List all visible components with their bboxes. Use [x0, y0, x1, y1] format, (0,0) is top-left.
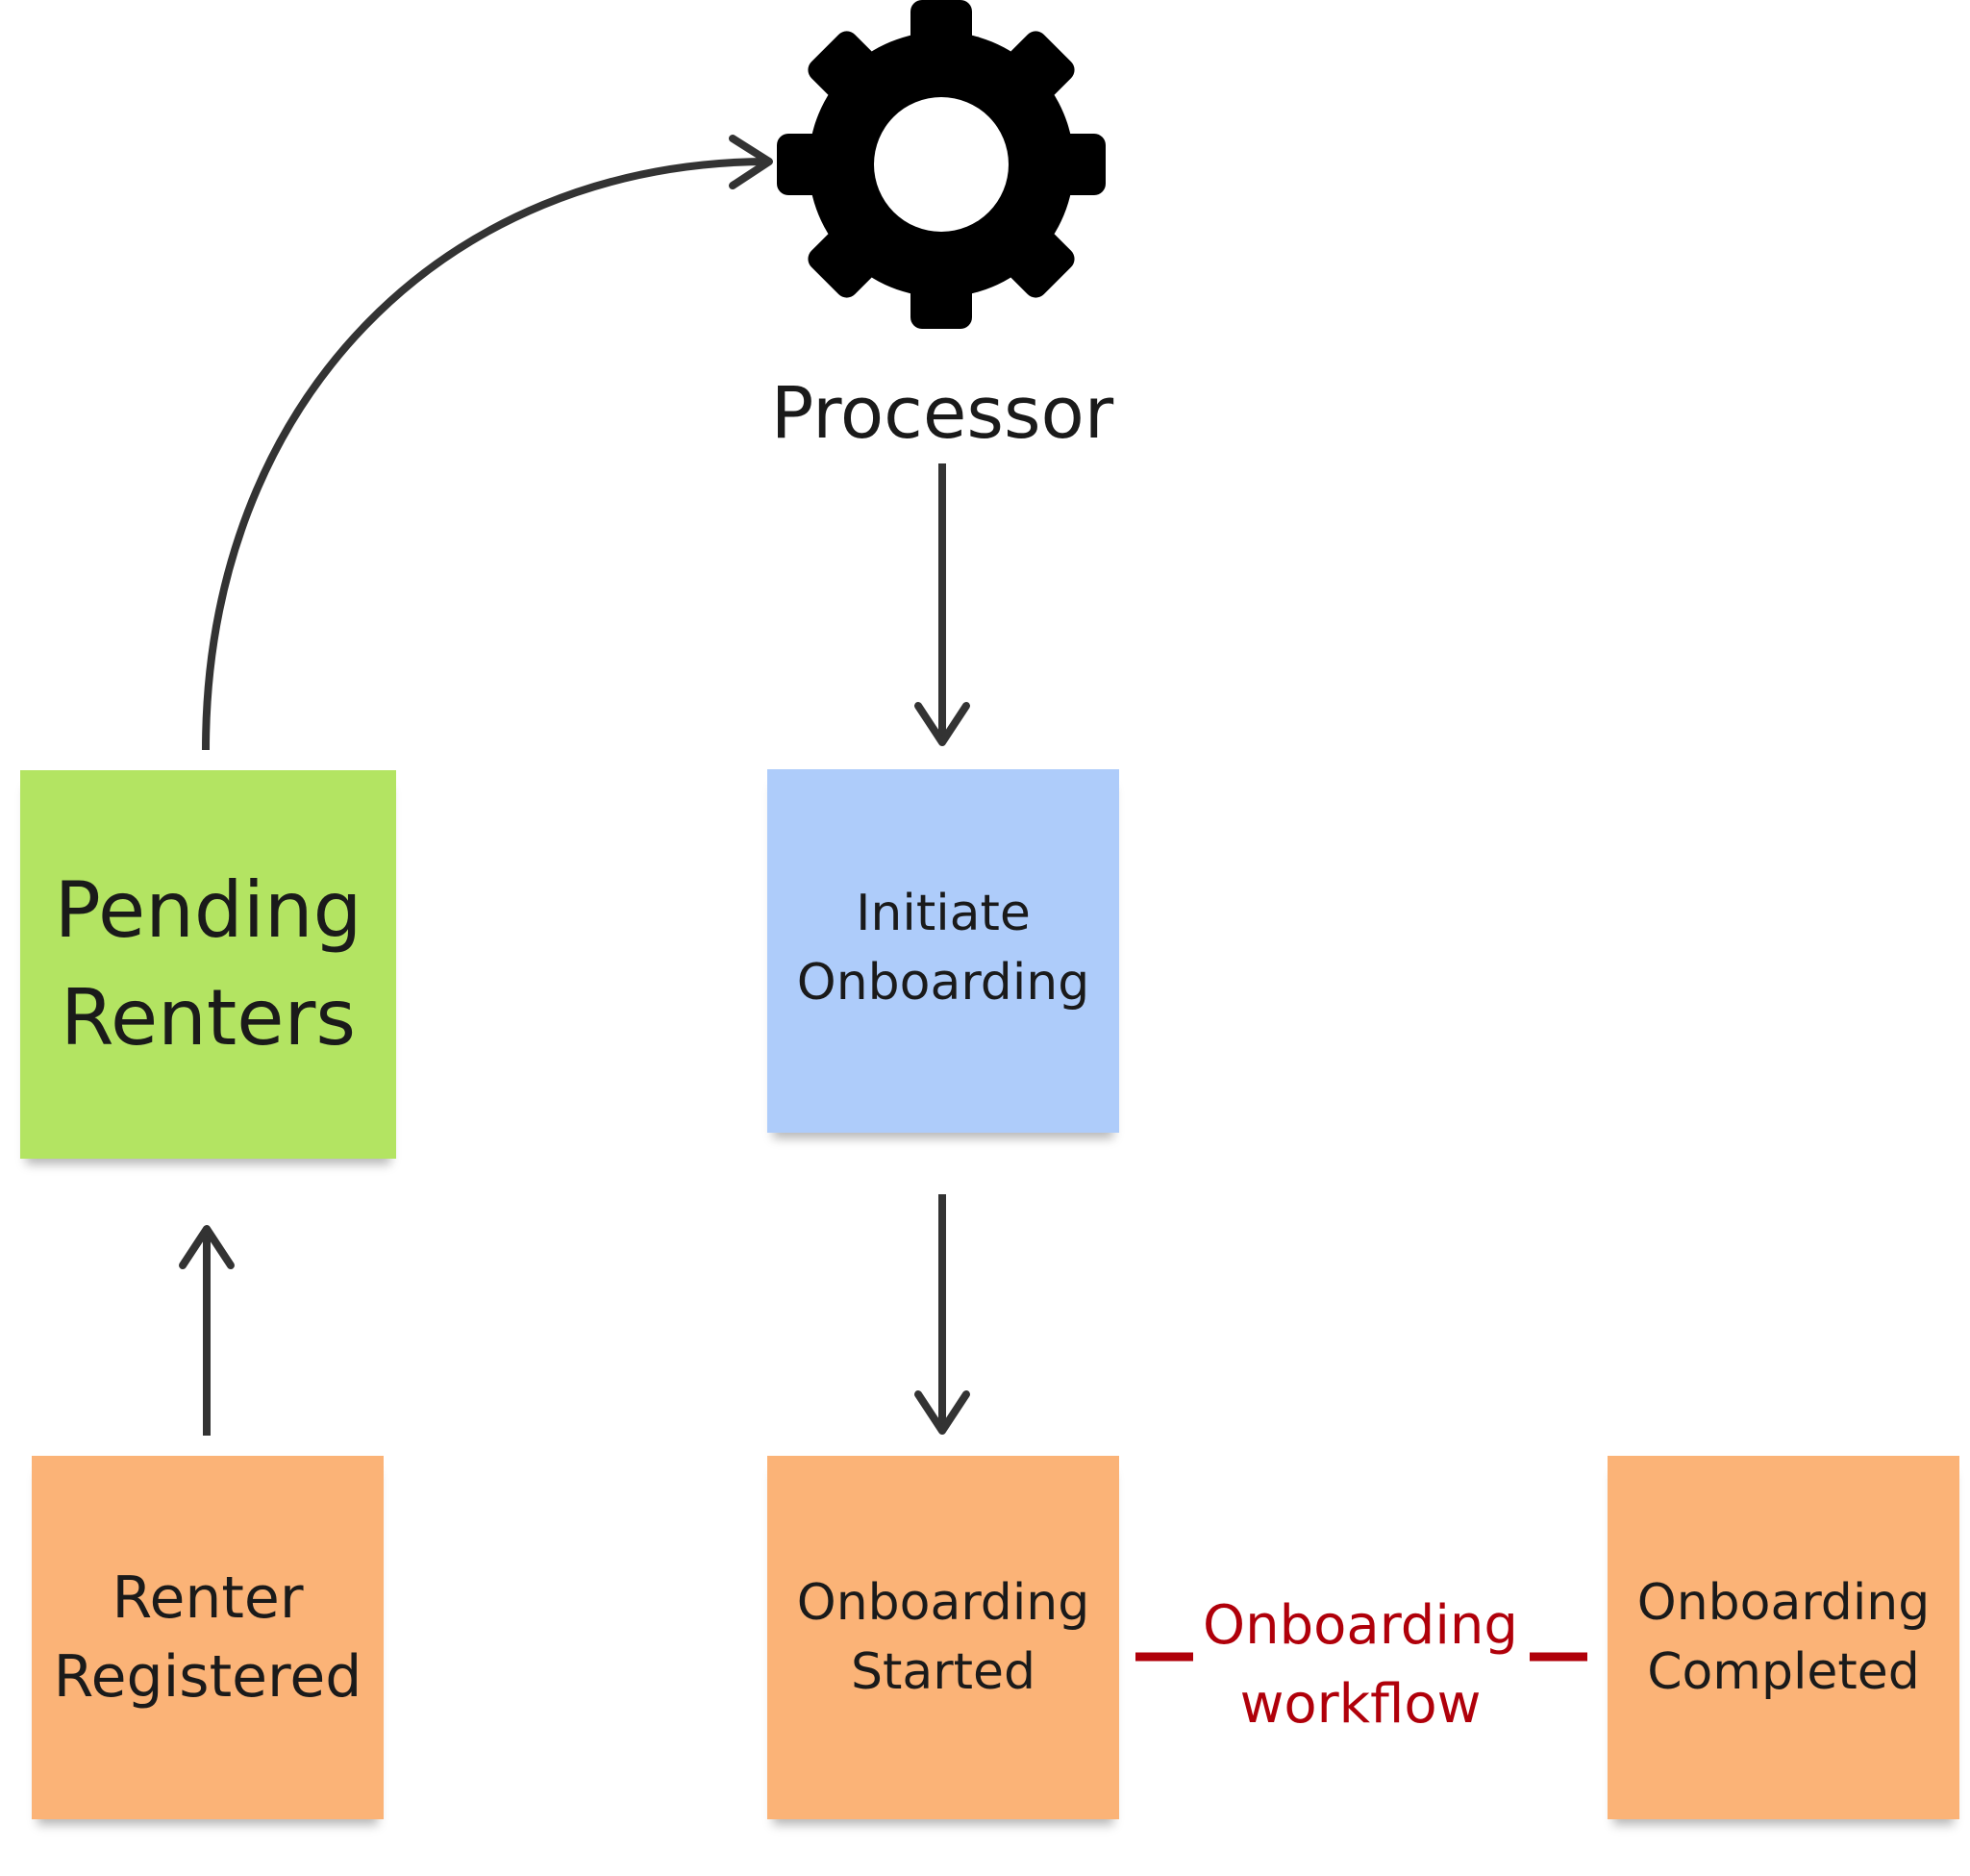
onboarding-started-note: Onboarding Started	[767, 1456, 1119, 1819]
renter-registered-note: Renter Registered	[32, 1456, 384, 1819]
onboarding-workflow-label: Onboarding workflow	[1203, 1594, 1518, 1736]
processor-label: Processor	[770, 372, 1114, 455]
onboarding-completed-note: Onboarding Completed	[1608, 1456, 1959, 1819]
registered-to-pending-arrowhead	[179, 1225, 235, 1269]
gear-icon	[777, 0, 1106, 329]
processor-to-initiate-arrowhead	[914, 702, 970, 746]
initiate-onboarding-note: Initiate Onboarding	[767, 769, 1119, 1133]
initiate-to-started-arrowhead	[914, 1390, 970, 1435]
initiate-onboarding-label: Initiate Onboarding	[796, 885, 1090, 1012]
pending-renters-label: Pending Renters	[54, 865, 362, 1063]
onboarding-completed-label: Onboarding Completed	[1636, 1574, 1931, 1701]
pending-to-processor-arrowhead	[729, 135, 773, 189]
renter-registered-label: Renter Registered	[53, 1564, 362, 1711]
onboarding-started-label: Onboarding Started	[796, 1574, 1090, 1701]
pending-renters-note: Pending Renters	[20, 770, 396, 1159]
pending-to-processor-arrow	[202, 158, 770, 751]
